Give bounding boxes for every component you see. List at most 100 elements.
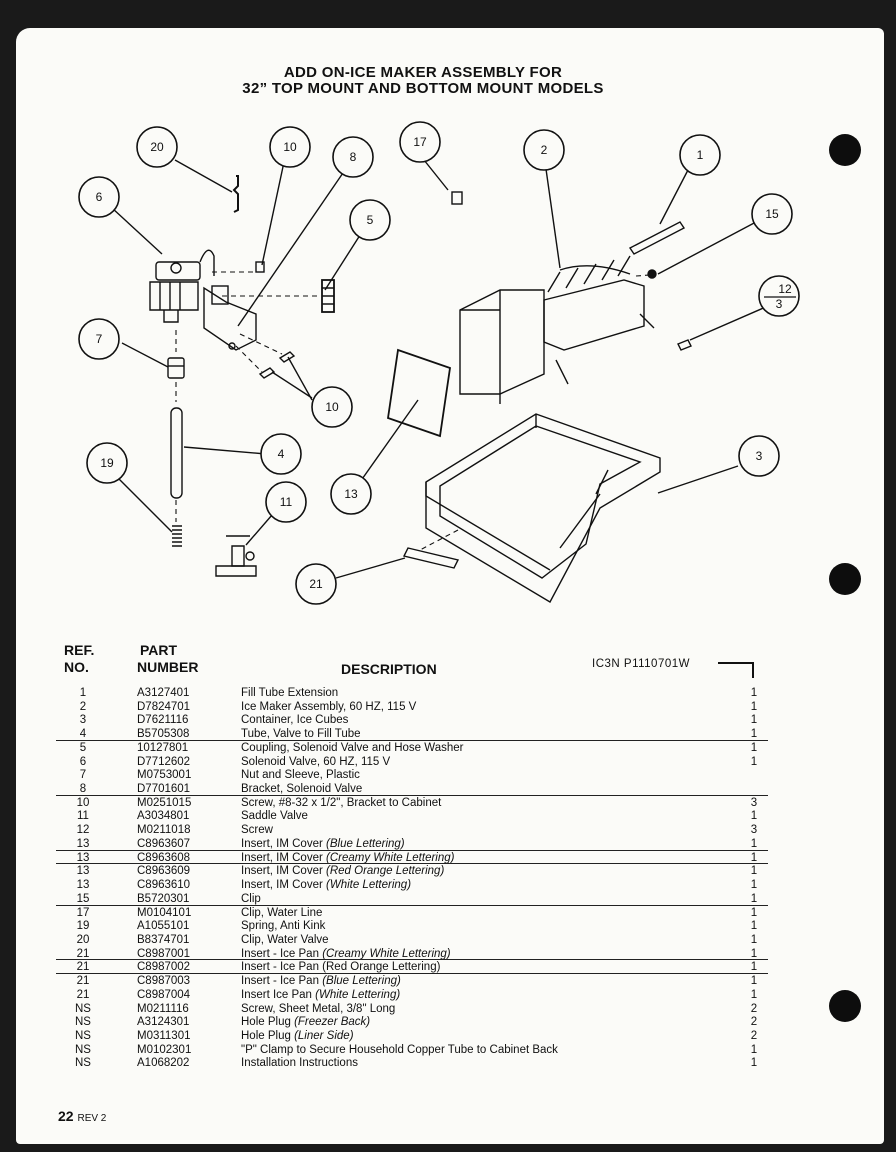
- callout-4: 4: [278, 447, 285, 461]
- callout-15: 15: [765, 207, 779, 221]
- part-number-cell: D7712602: [137, 755, 191, 768]
- part-number-cell: D7701601: [137, 783, 191, 796]
- description-cell: Hole Plug: [241, 1030, 291, 1042]
- ref-cell: 21: [76, 947, 90, 960]
- part-number-cell: M0104101: [137, 906, 192, 919]
- ref-cell: 21: [76, 988, 90, 1001]
- callout-2: 2: [541, 143, 548, 157]
- description-cell-wrap: Screw, #8-32 x 1/2", Bracket to Cabinet: [241, 796, 441, 810]
- quantity-cell: 1: [750, 728, 758, 741]
- part-number-cell: C8987001: [137, 947, 191, 960]
- description-cell: Insert - Ice Pan (Red Orange Lettering): [241, 961, 441, 974]
- callout-19: 19: [100, 456, 114, 470]
- description-cell: Tube, Valve to Fill Tube: [241, 728, 361, 741]
- description-cell: Insert - Ice Pan: [241, 975, 319, 988]
- exploded-parts-diagram: 20 10 8 6 5 17 2 1 15 12 3 7 10 4 19 13 …: [78, 121, 800, 605]
- description-cell-wrap: Nut and Sleeve, Plastic: [241, 768, 360, 782]
- ref-cell: 11: [77, 810, 89, 823]
- ref-cell: 13: [76, 851, 90, 864]
- description-cell: Clip, Water Valve: [241, 933, 329, 946]
- description-cell: Insert, IM Cover: [241, 865, 323, 878]
- description-cell-wrap: Insert - Ice Pan (Red Orange Lettering): [241, 960, 440, 974]
- description-cell-wrap: Hole Plug (Freezer Back): [241, 1015, 370, 1029]
- callout-10-lower: 10: [325, 400, 339, 414]
- description-cell-wrap: Tube, Valve to Fill Tube: [241, 727, 361, 741]
- quantity-cell: 1: [750, 961, 758, 974]
- part-number-cell: D7824701: [137, 700, 191, 713]
- part-number-cell: A1055101: [137, 920, 190, 933]
- callout-12: 12: [778, 282, 792, 296]
- callout-8: 8: [350, 150, 357, 164]
- description-cell: Ice Maker Assembly, 60 HZ, 115 V: [241, 700, 417, 713]
- description-cell: Installation Instructions: [241, 1057, 358, 1070]
- description-cell: Bracket, Solenoid Valve: [241, 783, 363, 796]
- description-cell-wrap: Insert, IM Cover (White Lettering): [241, 878, 411, 892]
- ref-cell: 13: [76, 879, 90, 892]
- description-cell: Screw, #8-32 x 1/2", Bracket to Cabinet: [241, 796, 442, 809]
- part-number-cell: B5720301: [137, 892, 190, 905]
- description-cell-wrap: Screw: [241, 823, 273, 837]
- part-number-cell: M0251015: [137, 796, 192, 809]
- callout-5: 5: [367, 213, 374, 227]
- binder-hole-bottom: [829, 990, 861, 1022]
- callout-3: 3: [756, 449, 763, 463]
- description-cell: Fill Tube Extension: [241, 687, 339, 699]
- row-divider: [56, 973, 768, 975]
- description-cell-wrap: Solenoid Valve, 60 HZ, 115 V: [241, 755, 390, 769]
- ref-cell: 15: [76, 892, 90, 905]
- ref-cell: 19: [76, 920, 90, 933]
- description-cell: Screw, Sheet Metal, 3/8" Long: [241, 1002, 396, 1015]
- description-cell: Insert, IM Cover: [241, 837, 323, 850]
- part-number-cell: C8963607: [137, 837, 191, 850]
- description-cell-wrap: Insert, IM Cover (Creamy White Lettering…: [241, 851, 454, 865]
- part-number-cell: M0211116: [137, 1002, 189, 1015]
- quantity-cell: 2: [750, 1016, 758, 1029]
- description-note: (Liner Side): [294, 1030, 354, 1042]
- description-note: (Red Orange Lettering): [326, 865, 445, 878]
- quantity-cell: 1: [750, 687, 758, 699]
- part-number-cell: M0102301: [137, 1043, 192, 1056]
- description-cell-wrap: Container, Ice Cubes: [241, 713, 348, 727]
- quantity-cell: 1: [750, 810, 758, 823]
- row-divider: [56, 794, 768, 796]
- description-cell: Coupling, Solenoid Valve and Hose Washer: [241, 741, 464, 754]
- part-number-cell: 10127801: [137, 741, 189, 754]
- part-number-cell: A3127401: [137, 687, 190, 699]
- description-note: (Creamy White Lettering): [326, 851, 455, 864]
- quantity-cell: 2: [750, 1002, 758, 1015]
- part-number-cell: A3124301: [137, 1016, 190, 1029]
- callout-1: 1: [697, 148, 704, 162]
- ref-cell: NS: [75, 1030, 91, 1042]
- parts-sheet: [16, 28, 884, 1144]
- callout-13: 13: [344, 487, 358, 501]
- quantity-cell: 1: [750, 851, 758, 864]
- description-cell-wrap: Screw, Sheet Metal, 3/8" Long: [241, 1002, 395, 1016]
- quantity-cell: 1: [750, 947, 758, 960]
- quantity-cell: 1: [750, 933, 758, 946]
- ref-cell: 13: [76, 837, 90, 850]
- description-cell-wrap: Clip, Water Line: [241, 906, 322, 920]
- ref-cell: NS: [75, 1002, 91, 1015]
- description-note: (Blue Lettering): [322, 975, 401, 988]
- description-cell-wrap: "P" Clamp to Secure Household Copper Tub…: [241, 1043, 558, 1057]
- quantity-cell: 1: [750, 988, 758, 1001]
- description-cell-wrap: Insert - Ice Pan (Blue Lettering): [241, 974, 401, 988]
- description-cell: "P" Clamp to Secure Household Copper Tub…: [241, 1043, 558, 1056]
- row-divider: [56, 849, 768, 851]
- part-number-cell: M0311301: [137, 1030, 191, 1042]
- page-footer: 22 REV 2: [58, 1108, 106, 1124]
- part-number-cell: C8987002: [137, 961, 191, 974]
- ref-cell: 12: [76, 824, 90, 837]
- binder-hole-top: [829, 134, 861, 166]
- ref-cell: 3: [79, 714, 87, 727]
- description-cell-wrap: Clip: [241, 892, 261, 906]
- quantity-cell: 1: [750, 892, 758, 905]
- part-number-cell: M0753001: [137, 769, 192, 782]
